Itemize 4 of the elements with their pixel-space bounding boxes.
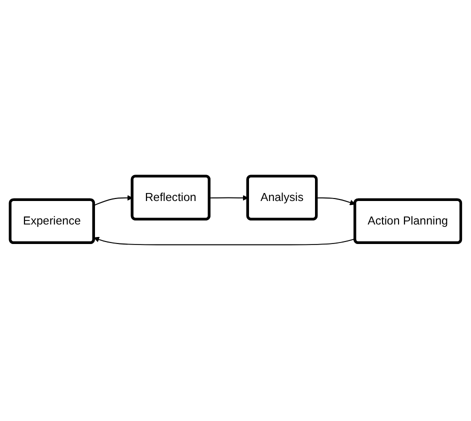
- arrow: [209, 195, 248, 201]
- arrow: [94, 195, 133, 206]
- arrow: [316, 197, 356, 206]
- arrow: [94, 236, 356, 246]
